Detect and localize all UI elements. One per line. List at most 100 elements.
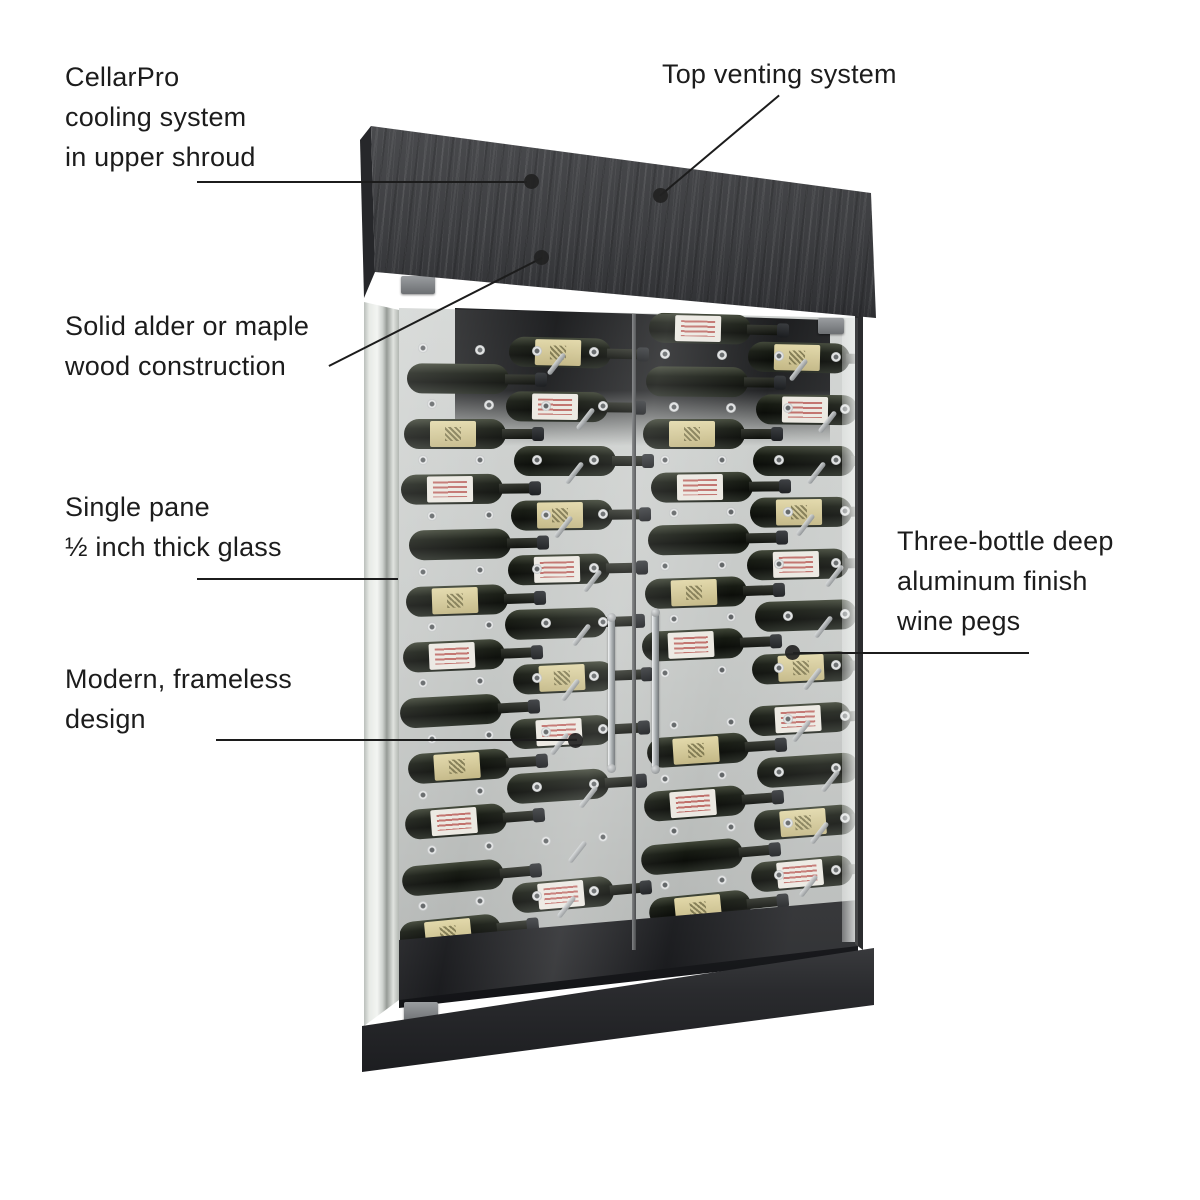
wine-peg [475,565,485,576]
wine-peg [589,886,599,897]
wine-peg [660,773,670,784]
wine-peg [669,826,679,837]
callout-line: wood construction [65,351,287,381]
wine-peg [475,675,485,686]
wine-peg [418,455,428,465]
wine-peg [475,896,485,907]
callout-glass-pane: Single pane ½ inch thick glass [65,487,282,567]
wine-peg [774,870,784,881]
wine-bottle [404,419,544,449]
wine-peg [475,455,485,465]
wine-peg [726,822,736,833]
wine-bottle [404,800,546,841]
wine-peg [589,347,599,358]
wine-peg [717,665,727,676]
wine-peg [532,673,542,684]
wine-peg [598,616,608,627]
wine-peg [484,840,494,851]
wine-peg [774,455,784,465]
wine-peg [726,402,736,413]
wine-peg [717,770,727,781]
wine-bottle [514,446,654,476]
wine-peg [660,455,670,465]
wine-peg [589,778,599,789]
wine-peg [418,901,428,912]
wine-peg [427,733,437,744]
wine-peg [669,401,679,412]
wine-peg [774,558,784,569]
wine-peg [783,506,793,517]
leader-line-cooling [197,181,527,184]
wine-bottle [505,391,647,423]
wine-bottle [643,419,783,449]
wine-peg [532,345,542,356]
left-door-handle [607,613,616,773]
wine-peg [669,508,679,519]
callout-line: design [65,704,146,734]
wine-peg [532,782,542,793]
door-hinge-top-left [401,276,435,294]
right-glass-pane [842,316,856,942]
upper-shroud-side [360,126,375,298]
wine-peg [484,510,494,521]
leader-dot-cooling [524,174,539,189]
wine-peg [831,660,841,671]
wine-peg [541,618,551,629]
leader-dot-pegs [785,645,800,660]
wine-peg [660,348,670,359]
wine-peg [427,399,437,410]
leader-dot-frameless [568,733,583,748]
wine-peg [831,557,841,568]
door-hinge-top-right [818,318,844,334]
wine-peg [475,344,485,355]
wine-peg [717,875,727,886]
leader-dot-venting [653,188,668,203]
wine-peg [669,720,679,731]
wine-peg [774,351,784,362]
wine-peg [831,865,841,876]
right-door-handle [651,608,660,774]
callout-line: in upper shroud [65,142,256,172]
upper-shroud [371,126,876,318]
wine-peg [598,831,608,842]
wine-peg [532,891,542,902]
wine-peg-sleeve [567,839,588,864]
wine-peg [831,352,841,363]
left-glass-pane-edge [364,302,399,1026]
leader-line-glass [197,578,398,581]
wine-peg [660,880,670,891]
wine-peg [726,717,736,728]
wine-peg [427,844,437,855]
wine-peg [541,509,551,520]
wine-peg [717,455,727,465]
callout-line: Solid alder or maple [65,311,310,341]
wine-peg [427,510,437,521]
wine-peg [783,817,793,828]
wine-peg [418,343,428,354]
wine-peg [484,730,494,741]
wine-peg [783,403,793,414]
callout-line: aluminum finish [897,566,1088,596]
wine-peg [427,622,437,633]
leader-dot-wood [534,250,549,265]
wine-peg [589,455,599,465]
wine-peg [717,560,727,571]
wine-bottle [510,499,652,531]
callout-line: Top venting system [662,59,897,89]
callout-line: ½ inch thick glass [65,532,282,562]
callout-line: cooling system [65,102,247,132]
leader-line-frameless [216,739,577,742]
callout-line: CellarPro [65,62,180,92]
wine-peg [484,620,494,631]
wine-peg [541,836,551,847]
wine-peg [532,455,542,465]
wine-peg [484,399,494,410]
wine-peg [831,455,841,465]
callout-line: Single pane [65,492,210,522]
callout-wood-construction: Solid alder or maple wood construction [65,306,309,386]
callout-line: Three-bottle deep [897,526,1114,556]
callout-top-venting: Top venting system [662,54,897,94]
leader-line-pegs [793,652,1029,655]
wine-peg [418,678,428,689]
